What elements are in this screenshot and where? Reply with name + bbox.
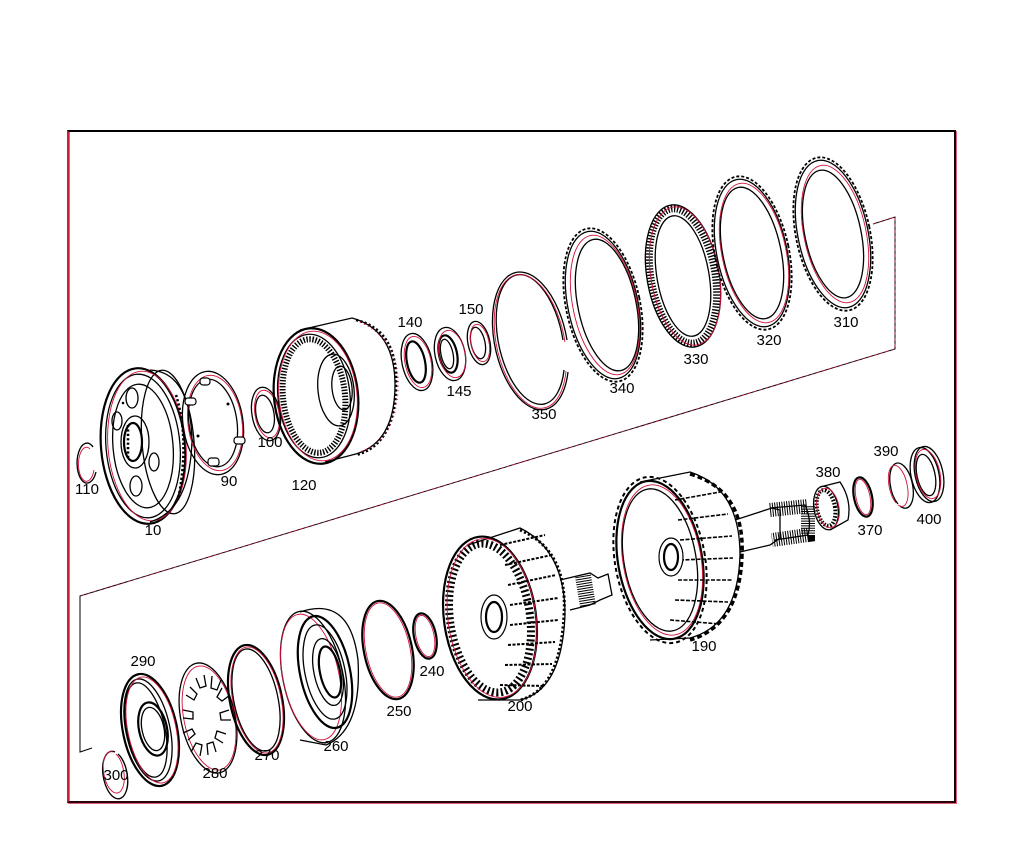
- part-110-snap-ring[interactable]: [76, 442, 97, 484]
- part-380-needle-bearing[interactable]: [810, 481, 850, 532]
- label-part-350[interactable]: 350: [531, 406, 557, 423]
- label-part-190[interactable]: 190: [691, 638, 717, 655]
- group-bracket-lines: [79, 216, 896, 753]
- label-part-260[interactable]: 260: [323, 738, 349, 755]
- part-320-outer-clutch-disc[interactable]: [700, 169, 805, 337]
- label-part-250[interactable]: 250: [386, 703, 412, 720]
- label-part-370[interactable]: 370: [857, 522, 883, 539]
- label-part-270[interactable]: 270: [254, 747, 280, 764]
- part-350-snap-ring[interactable]: [491, 271, 569, 411]
- part-400-bushing[interactable]: [905, 444, 948, 506]
- part-260-piston[interactable]: [270, 605, 362, 749]
- part-370-seal-ring[interactable]: [850, 476, 876, 519]
- part-90-pin-carrier-plate[interactable]: [176, 367, 250, 478]
- label-part-340[interactable]: 340: [609, 380, 635, 397]
- part-330-inner-clutch-disc[interactable]: [635, 199, 731, 353]
- label-part-400[interactable]: 400: [916, 511, 942, 528]
- label-part-140[interactable]: 140: [397, 314, 423, 331]
- label-part-310[interactable]: 310: [833, 314, 859, 331]
- part-280-disc-spring[interactable]: [170, 658, 246, 779]
- part-145-thrust-bearing[interactable]: [430, 324, 471, 383]
- part-270-seal-ring[interactable]: [219, 640, 293, 760]
- part-240-seal-ring[interactable]: [409, 611, 440, 661]
- label-part-240[interactable]: 240: [419, 663, 445, 680]
- diagram-frame: [67, 130, 956, 803]
- part-340-end-plate[interactable]: [551, 221, 656, 389]
- label-part-110[interactable]: 110: [75, 481, 99, 498]
- label-part-290[interactable]: 290: [130, 653, 156, 670]
- part-140-thrust-washer[interactable]: [396, 331, 437, 394]
- label-part-200[interactable]: 200: [507, 698, 533, 715]
- part-310-outer-clutch-disc[interactable]: [781, 150, 886, 318]
- label-part-320[interactable]: 320: [756, 332, 782, 349]
- part-200-clutch-hub[interactable]: [433, 527, 613, 706]
- label-part-150[interactable]: 150: [458, 301, 484, 318]
- part-10-planetary-carrier[interactable]: [94, 365, 200, 528]
- label-part-100[interactable]: 100: [257, 434, 283, 451]
- label-part-120[interactable]: 120: [291, 477, 317, 494]
- part-190-clutch-drum[interactable]: [601, 469, 815, 650]
- part-150-thrust-washer[interactable]: [464, 319, 495, 367]
- part-390-snap-ring[interactable]: [887, 462, 914, 509]
- part-250-seal-ring[interactable]: [354, 596, 422, 704]
- part-290-spring-retainer[interactable]: [112, 669, 189, 792]
- part-300-snap-ring[interactable]: [102, 750, 129, 800]
- label-part-90[interactable]: 90: [220, 473, 238, 490]
- part-120-ring-gear-drum[interactable]: [267, 317, 399, 468]
- label-part-10[interactable]: 10: [144, 522, 162, 539]
- label-part-145[interactable]: 145: [446, 383, 472, 400]
- label-part-330[interactable]: 330: [683, 351, 709, 368]
- label-part-280[interactable]: 280: [202, 765, 228, 782]
- label-part-390[interactable]: 390: [873, 443, 899, 460]
- label-part-380[interactable]: 380: [815, 464, 841, 481]
- label-part-300[interactable]: 300: [103, 767, 129, 784]
